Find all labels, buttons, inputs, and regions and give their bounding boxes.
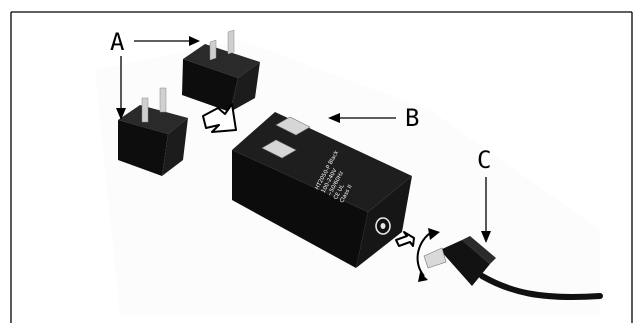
rotation-arrow — [416, 228, 440, 282]
attach-arrow-connector — [395, 231, 415, 247]
callout-a-arrowhead-down — [116, 108, 126, 120]
plug-a-lower — [118, 87, 188, 176]
callout-label-c: C — [477, 146, 491, 174]
callout-a-arrowhead-right — [189, 36, 200, 46]
callout-a: A — [110, 28, 200, 120]
attach-arrow-plug — [202, 103, 237, 133]
frame-border — [10, 11, 633, 323]
callout-b: B — [328, 104, 419, 132]
callout-b-arrowhead — [328, 113, 340, 123]
callout-c-arrowhead — [481, 231, 491, 243]
callout-label-b: B — [405, 104, 419, 132]
callout-c: C — [477, 146, 491, 243]
callout-label-a: A — [110, 28, 125, 56]
dc-plug-c — [423, 236, 603, 301]
plug-a-upper — [182, 29, 260, 112]
adapter-body-b — [232, 112, 412, 268]
